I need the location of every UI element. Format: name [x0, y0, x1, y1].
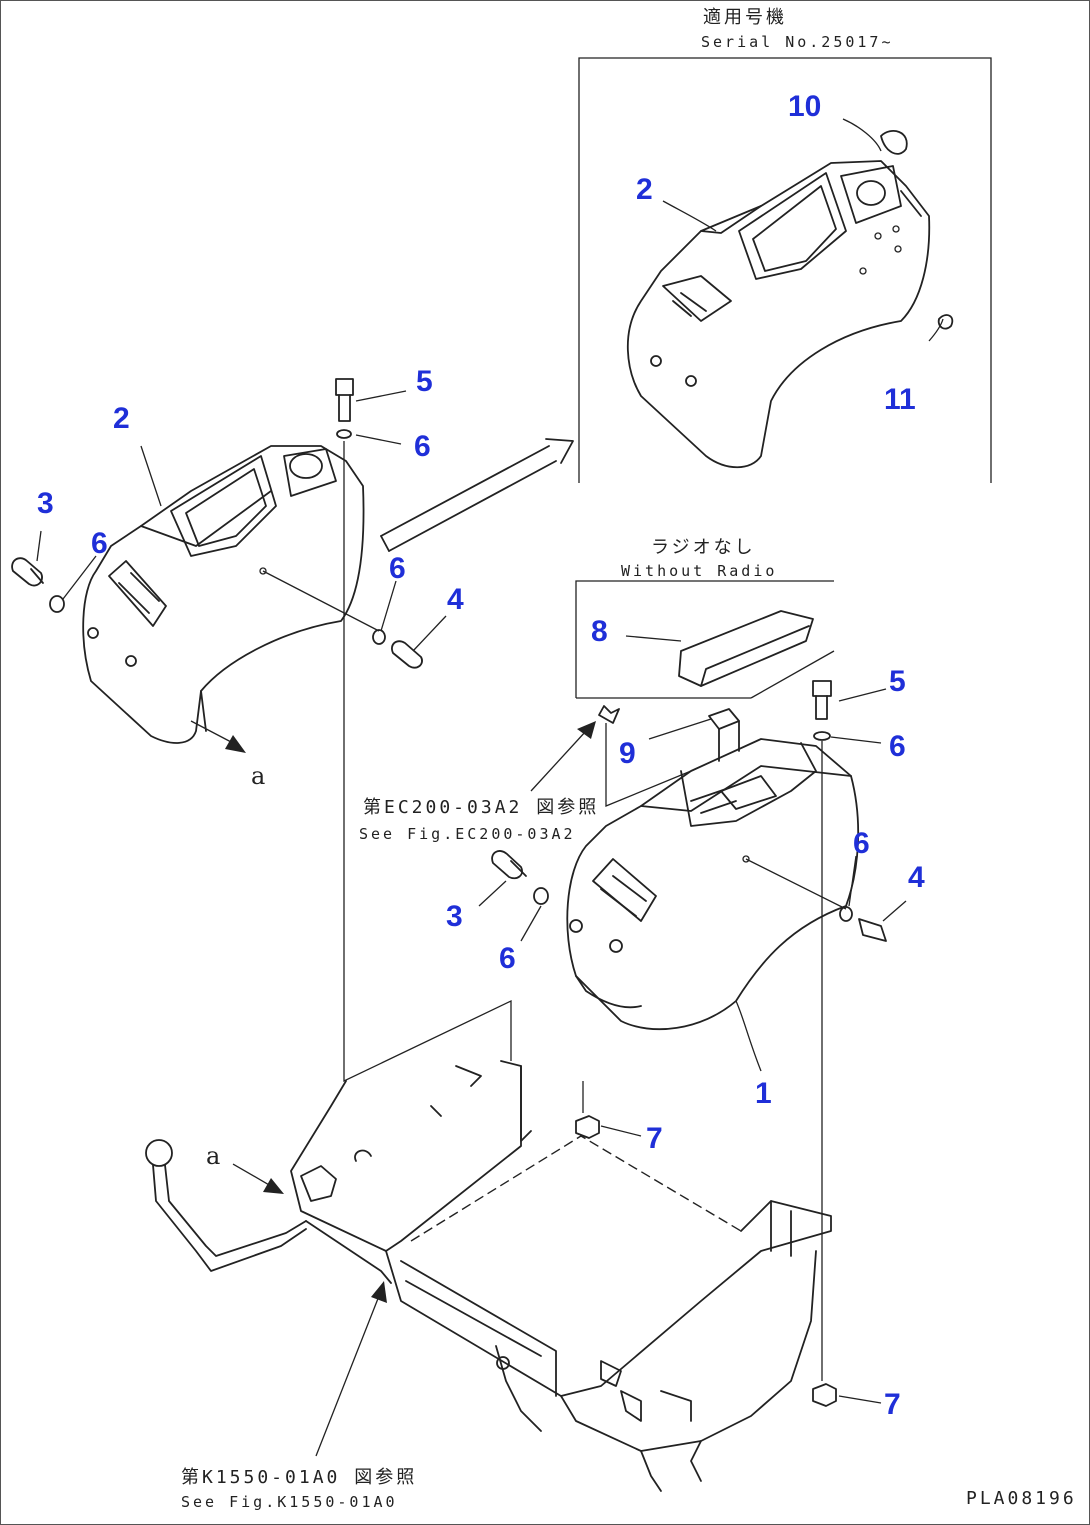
variant-frame-serial [578, 57, 992, 483]
bolt-5-upper [335, 378, 354, 439]
ref-note-ec200-en: See Fig.EC200-03A2 [359, 825, 576, 843]
callout-6-left: 6 [91, 527, 108, 560]
callout-3-left: 3 [37, 487, 54, 520]
callout-7-upper: 7 [646, 1122, 663, 1155]
callout-6-mid: 6 [389, 552, 406, 585]
callout-3-right: 3 [446, 900, 463, 933]
leader-lines [36, 118, 944, 1404]
variant-dash-arrow [380, 438, 574, 552]
callout-8: 8 [591, 615, 608, 648]
washer-6-right [533, 887, 549, 905]
ref-note-k1550-jp: 第K1550-01A0 図参照 [181, 1467, 417, 1488]
bolt-5-right [812, 680, 832, 741]
washer-6-right-b [839, 906, 853, 922]
view-a-arrow-base [232, 1163, 284, 1194]
ref-arrow-k1550 [315, 1281, 387, 1457]
console-variant-drawing [626, 130, 954, 469]
callout-11: 11 [884, 383, 916, 416]
washer-6-left [49, 595, 65, 613]
drawing-code: PLA08196 [966, 1488, 1077, 1509]
bolt-3-left [11, 557, 44, 587]
callout-10: 10 [788, 90, 821, 123]
callout-4-left: 4 [447, 583, 464, 616]
switch-9 [708, 708, 740, 762]
callout-2-left: 2 [113, 402, 130, 435]
ref-arrow-ec200 [530, 705, 692, 807]
ref-note-ec200-jp: 第EC200-03A2 図参照 [363, 797, 599, 818]
callout-6-right-mid: 6 [853, 827, 870, 860]
console-right-drawing [566, 738, 860, 1031]
nut-7-lower [812, 1383, 837, 1407]
without-radio-frame [575, 580, 835, 699]
callout-6-upper: 6 [414, 430, 431, 463]
washer-6-left-b [372, 629, 386, 645]
callout-4-right: 4 [908, 861, 925, 894]
nut-7-upper [575, 1081, 600, 1139]
callout-7-lower: 7 [884, 1388, 901, 1421]
view-letter-a-base: a [206, 1142, 220, 1170]
lever-drawing [145, 1139, 392, 1284]
callout-5-upper: 5 [416, 365, 433, 398]
view-a-arrow-left [190, 720, 246, 753]
bolt-3-right [491, 850, 527, 880]
callout-6-right-low: 6 [499, 942, 516, 975]
ref-note-k1550-en: See Fig.K1550-01A0 [181, 1493, 398, 1511]
console-left-drawing [82, 445, 365, 744]
callout-9: 9 [619, 737, 636, 770]
bolt-4-right [858, 918, 887, 942]
serial-note-en: Serial No.25017~ [701, 33, 894, 51]
base-frame-drawing [290, 1060, 832, 1492]
callout-5-right: 5 [889, 665, 906, 698]
callout-6-right-top: 6 [889, 730, 906, 763]
callout-2-variant: 2 [636, 173, 653, 206]
bolt-4-left [391, 640, 423, 669]
cover-plate-8 [678, 610, 814, 687]
callout-1: 1 [755, 1077, 772, 1110]
serial-note-jp: 適用号機 [703, 7, 787, 28]
view-letter-a-left: a [251, 762, 265, 790]
radio-note-en: Without Radio [621, 562, 777, 580]
radio-note-jp: ラジオなし [651, 537, 756, 558]
